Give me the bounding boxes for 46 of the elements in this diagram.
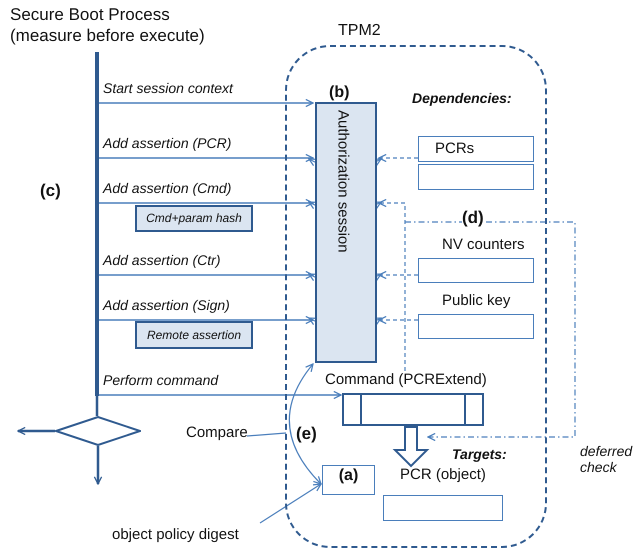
register-label: PCR (object) bbox=[400, 466, 486, 484]
timeline-bar bbox=[95, 52, 99, 396]
diagram-title: Secure Boot Process (measure before execute) bbox=[10, 4, 206, 46]
dashed-arrow bbox=[378, 154, 418, 162]
session-label: Authorization session bbox=[334, 110, 352, 253]
part-label: (e) bbox=[296, 424, 317, 444]
note-box: Cmd+param hash bbox=[135, 205, 253, 232]
dashed-arrow bbox=[378, 270, 418, 280]
leader-line bbox=[260, 483, 322, 524]
block-arrow bbox=[392, 426, 430, 468]
decision-diamond bbox=[55, 416, 141, 446]
edge-label: Perform command bbox=[103, 372, 218, 388]
command-label: Command (PCRExtend) bbox=[325, 371, 487, 388]
section-heading: Targets: bbox=[452, 446, 507, 462]
dashed-arrow bbox=[378, 316, 418, 324]
edge-label: Add assertion (Cmd) bbox=[103, 180, 232, 196]
callout-text: Compare bbox=[186, 424, 254, 446]
section-heading: Dependencies: bbox=[412, 90, 512, 106]
container-title: TPM2 bbox=[338, 22, 381, 40]
connector-line bbox=[96, 396, 98, 416]
leader-line bbox=[246, 432, 286, 437]
arrow bbox=[17, 426, 55, 436]
callout-text: object policy digest bbox=[112, 526, 262, 546]
arrow bbox=[99, 198, 314, 208]
note-box: Remote assertion bbox=[135, 321, 253, 349]
dashed-arrow bbox=[405, 221, 576, 442]
arrow bbox=[99, 270, 314, 280]
part-label: (c) bbox=[40, 181, 61, 201]
arrow bbox=[99, 390, 342, 400]
part-label: (b) bbox=[329, 84, 350, 102]
edge-label: Add assertion (Ctr) bbox=[103, 252, 220, 268]
arrow bbox=[99, 98, 314, 108]
double-arrow bbox=[288, 363, 322, 485]
register-box bbox=[418, 164, 534, 190]
arrow bbox=[94, 446, 102, 485]
policy-box: (a) bbox=[322, 465, 375, 495]
edge-label: Add assertion (Sign) bbox=[103, 297, 230, 314]
arrow bbox=[99, 154, 314, 162]
part-label: (d) bbox=[462, 208, 484, 228]
register-box: PCRs bbox=[418, 136, 534, 162]
dashed-arrow bbox=[378, 198, 406, 371]
arrow bbox=[99, 316, 314, 324]
register-label: NV counters bbox=[442, 236, 525, 254]
edge-label: Add assertion (PCR) bbox=[103, 135, 232, 152]
edge-label: Start session context bbox=[103, 80, 233, 96]
register-label: Public key bbox=[442, 292, 510, 310]
